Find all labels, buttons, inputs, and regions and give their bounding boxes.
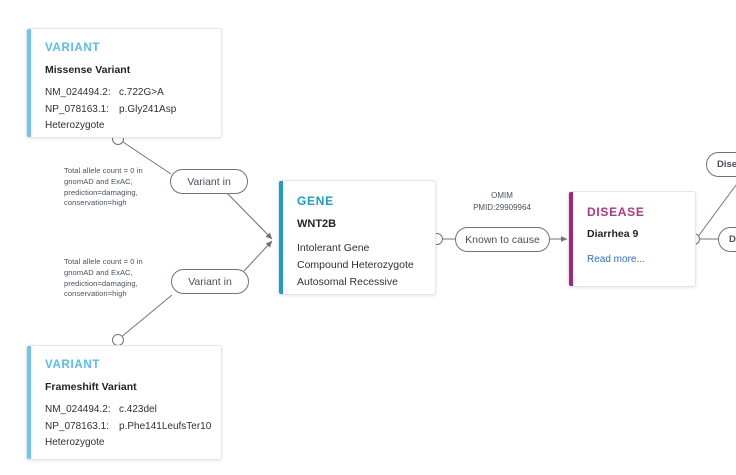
variant-accent-bar (27, 29, 31, 137)
edge-pill-known-to-cause[interactable]: Known to cause (455, 227, 550, 252)
variant-protein-row: NP_078163.1: p.Gly241Asp (45, 102, 207, 118)
edge-note-variant-top: Total allele count = 0 in gnomAD and ExA… (64, 166, 143, 208)
edge-pill-variant-in-bottom[interactable]: Variant in (171, 269, 249, 294)
variant-transcript-value: c.423del (119, 404, 157, 415)
node-kind-label: DISEASE (587, 205, 645, 219)
variant-protein-value: p.Phe141LeufsTer10 (119, 420, 212, 432)
edge-disease-to-offscreen-top (696, 184, 736, 239)
connector-variant-bottom (112, 334, 124, 346)
gene-attribute: Autosomal Recessive (297, 276, 398, 288)
node-disease-diarrhea9[interactable]: DISEASE Diarrhea 9 Read more... (568, 191, 696, 287)
offscreen-pill-top-right[interactable]: Dise (706, 152, 736, 177)
variant-title: Frameshift Variant (45, 381, 137, 393)
edge-note-variant-bottom: Total allele count = 0 in gnomAD and ExA… (64, 257, 143, 299)
node-variant-missense[interactable]: VARIANT Missense Variant NM_024494.2: c.… (26, 28, 222, 138)
variant-zygosity: Heterozygote (45, 120, 105, 131)
edge-pill-variant-in-top[interactable]: Variant in (170, 169, 248, 194)
gene-attribute: Intolerant Gene (297, 242, 370, 254)
variant-transcript-row: NM_024494.2: c.423del (45, 402, 207, 418)
variant-protein-value: p.Gly241Asp (119, 103, 177, 115)
offscreen-pill-bottom-right[interactable]: D (718, 227, 736, 252)
variant-protein-key: NP_078163.1: (45, 103, 109, 115)
node-variant-frameshift[interactable]: VARIANT Frameshift Variant NM_024494.2: … (26, 345, 222, 460)
edge-variant-top-b (225, 191, 273, 240)
variant-protein-key: NP_078163.1: (45, 420, 109, 432)
disease-name: Diarrhea 9 (587, 228, 639, 240)
read-more-link[interactable]: Read more... (587, 254, 645, 265)
edge-source-database: OMIM (491, 191, 513, 200)
variant-zygosity: Heterozygote (45, 437, 105, 448)
variant-title: Missense Variant (45, 64, 131, 76)
gene-attribute: Compound Heterozygote (297, 259, 414, 271)
node-kind-label: GENE (297, 194, 334, 208)
variant-transcript-key: NM_024494.2: (45, 404, 111, 415)
node-kind-label: VARIANT (45, 42, 101, 54)
edge-variant-bottom-b (243, 240, 273, 272)
variant-transcript-key: NM_024494.2: (45, 87, 111, 98)
node-gene-wnt2b[interactable]: GENE WNT2B Intolerant Gene Compound Hete… (278, 180, 436, 295)
edge-source-gene-disease: OMIM PMID:29909964 (452, 190, 552, 214)
edge-source-pmid: PMID:29909964 (473, 203, 531, 212)
edge-variant-top-a (119, 139, 172, 175)
gene-symbol: WNT2B (297, 218, 337, 230)
variant-accent-bar (27, 346, 31, 459)
node-kind-label: VARIANT (45, 359, 101, 371)
variant-transcript-row: NM_024494.2: c.722G>A (45, 85, 207, 101)
disease-accent-bar (569, 192, 573, 286)
gene-accent-bar (279, 181, 283, 294)
variant-transcript-value: c.722G>A (119, 87, 164, 98)
edge-variant-bottom-a (119, 294, 173, 339)
variant-protein-row: NP_078163.1: p.Phe141LeufsTer10 (45, 419, 211, 435)
